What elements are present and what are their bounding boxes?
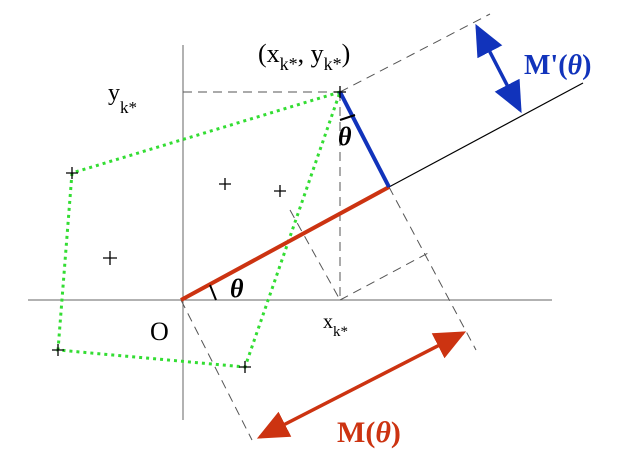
x-k-label: xk* <box>323 311 348 340</box>
convex-hull <box>56 89 343 369</box>
direction-line <box>388 82 584 188</box>
guide-xk-proj-a <box>289 209 341 301</box>
data-points <box>52 86 346 373</box>
point-mark <box>274 185 286 197</box>
theta-bottom-label: θ <box>230 274 244 303</box>
point-mark <box>52 344 64 356</box>
y-k-label: yk* <box>108 80 137 117</box>
angle-mark-top <box>339 114 356 121</box>
m-prime-label: M'(θ) <box>524 50 591 81</box>
guide-parallel-top <box>339 13 491 93</box>
angle-mark-bottom <box>209 284 217 301</box>
guide-perp-end <box>388 186 477 351</box>
m-prime-arrow <box>475 23 522 114</box>
guide-perp-origin <box>180 299 253 441</box>
projection-segment-m <box>180 185 390 302</box>
theta-top-label: θ <box>338 122 352 151</box>
m-arrow <box>256 331 467 439</box>
point-label: (xk*, yk*) <box>258 39 350 74</box>
point-mark <box>103 251 117 265</box>
point-mark <box>334 86 346 98</box>
m-label: M(θ) <box>337 416 401 449</box>
point-mark <box>219 178 231 190</box>
guide-xk-proj-b <box>339 251 431 301</box>
origin-label: O <box>150 317 169 346</box>
point-mark <box>239 361 251 373</box>
point-mark <box>66 167 78 179</box>
projection-segment-m-prime <box>338 91 391 188</box>
